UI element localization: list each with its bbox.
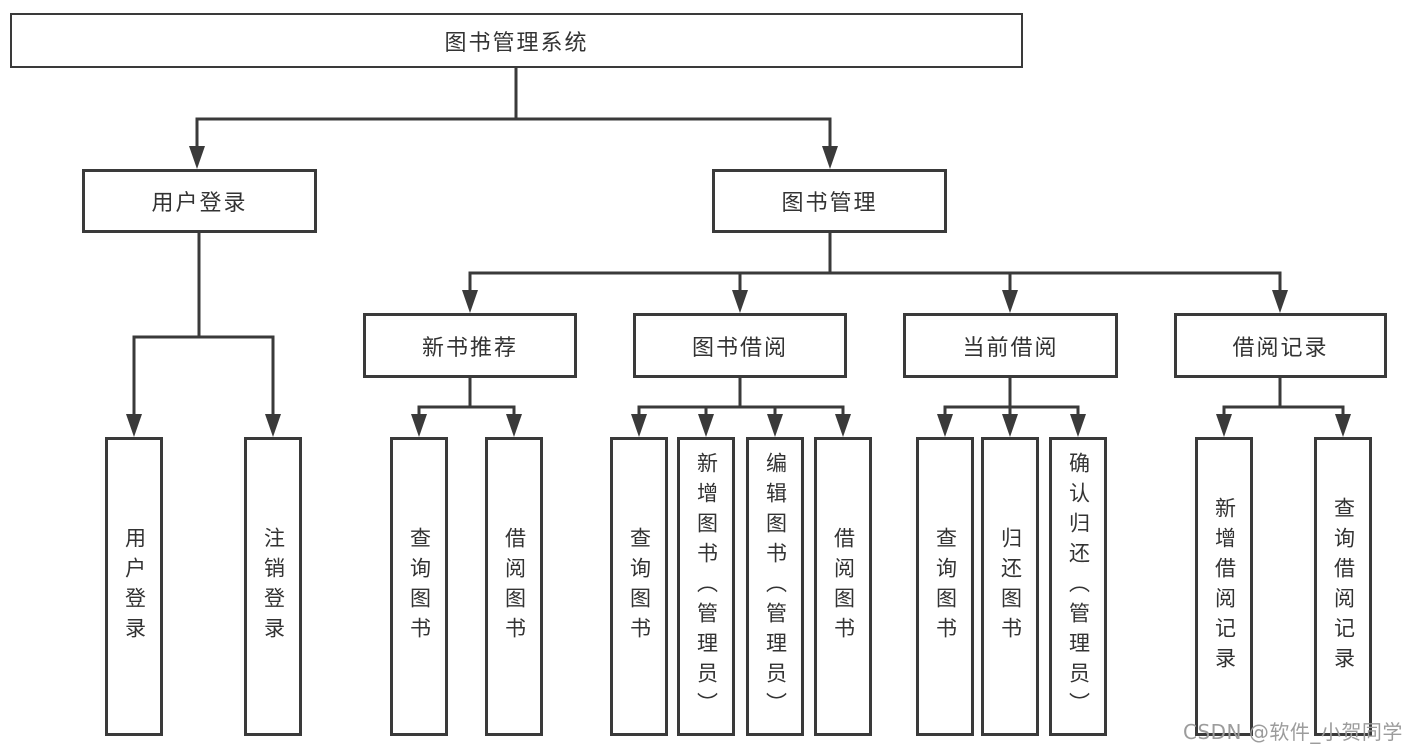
leaf-bb-borrow-books: 借阅图书	[814, 437, 872, 736]
leaf-bb-borrow-books-label: 借阅图书	[831, 526, 856, 647]
leaf-user-login-label: 用户登录	[122, 526, 147, 647]
leaf-bb-edit-books-admin-label: 编辑图书（管理员）	[763, 451, 788, 722]
connector-current-borrow-to-leaves	[943, 377, 1080, 416]
node-book-mgmt: 图书管理	[712, 169, 947, 233]
leaf-nb-query-books: 查询图书	[390, 437, 448, 736]
leaf-cb-query-books: 查询图书	[916, 437, 974, 736]
node-current-borrow-label: 当前借阅	[962, 335, 1059, 361]
leaf-cb-query-books-label: 查询图书	[933, 526, 958, 647]
node-new-books-label: 新书推荐	[421, 335, 518, 361]
watermark: CSDN @软件_小贺同学	[1183, 720, 1403, 744]
leaf-logout-label: 注销登录	[261, 526, 286, 647]
leaf-br-add-record: 新增借阅记录	[1195, 437, 1253, 736]
node-user-login: 用户登录	[82, 169, 317, 233]
leaf-cb-confirm-return-admin: 确认归还（管理员）	[1049, 437, 1107, 736]
node-borrow-records: 借阅记录	[1174, 313, 1387, 378]
leaf-bb-add-books-admin: 新增图书（管理员）	[677, 437, 735, 736]
connector-arrowheads	[126, 146, 1351, 437]
leaf-user-login: 用户登录	[105, 437, 163, 736]
node-new-books: 新书推荐	[363, 313, 577, 378]
leaf-bb-query-books: 查询图书	[610, 437, 668, 736]
leaf-br-query-record: 查询借阅记录	[1314, 437, 1372, 736]
node-book-mgmt-label: 图书管理	[781, 191, 878, 216]
leaf-br-add-record-label: 新增借阅记录	[1212, 496, 1237, 677]
leaf-cb-return-books: 归还图书	[981, 437, 1039, 736]
connector-new-books-to-leaves	[417, 377, 516, 416]
connector-root-to-level2	[195, 68, 832, 148]
node-root-system: 图书管理系统	[10, 13, 1023, 68]
connector-book-mgmt-to-level3	[468, 233, 1282, 292]
leaf-nb-borrow-books-label: 借阅图书	[502, 526, 527, 647]
node-borrow-records-label: 借阅记录	[1232, 335, 1329, 361]
node-user-login-label: 用户登录	[151, 191, 248, 216]
leaf-br-query-record-label: 查询借阅记录	[1331, 496, 1356, 677]
leaf-bb-edit-books-admin: 编辑图书（管理员）	[746, 437, 804, 736]
leaf-nb-borrow-books: 借阅图书	[485, 437, 543, 736]
node-current-borrow: 当前借阅	[903, 313, 1118, 378]
node-root-system-label: 图书管理系统	[444, 30, 589, 56]
leaf-cb-confirm-return-admin-label: 确认归还（管理员）	[1066, 451, 1091, 722]
leaf-logout: 注销登录	[244, 437, 302, 736]
leaf-bb-query-books-label: 查询图书	[627, 526, 652, 647]
node-book-borrow: 图书借阅	[633, 313, 847, 378]
connector-borrow-records-to-leaves	[1222, 377, 1345, 416]
connector-user-login-to-leaves	[132, 233, 275, 416]
node-book-borrow-label: 图书借阅	[691, 335, 788, 361]
leaf-bb-add-books-admin-label: 新增图书（管理员）	[694, 451, 719, 722]
connector-book-borrow-to-leaves	[637, 377, 845, 416]
leaf-nb-query-books-label: 查询图书	[407, 526, 432, 647]
leaf-cb-return-books-label: 归还图书	[998, 526, 1023, 647]
